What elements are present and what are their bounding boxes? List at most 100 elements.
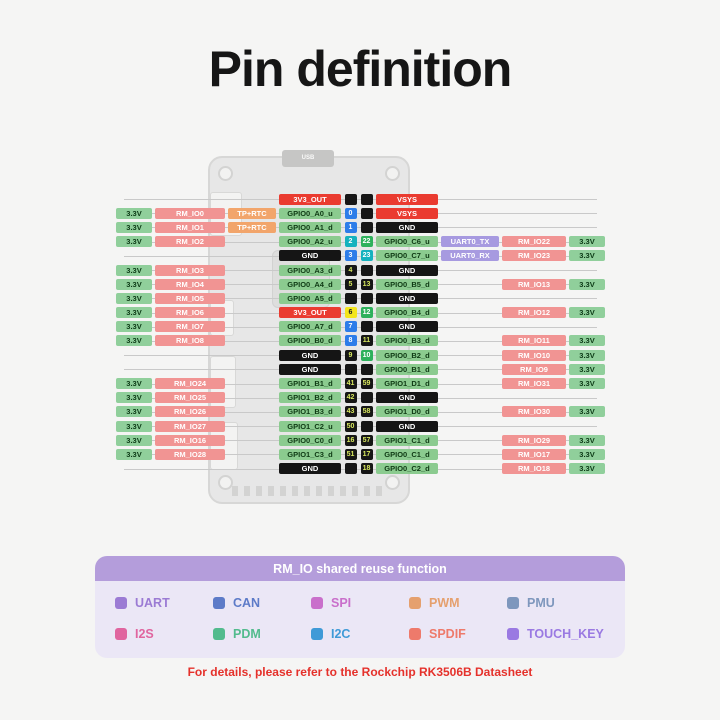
voltage-badge: 3.3V [116, 335, 152, 347]
pin-cell: UART0_TX [441, 235, 499, 249]
mounting-hole [385, 475, 400, 490]
pin-number: 51 [344, 448, 357, 460]
pin-cell [228, 192, 276, 206]
rmio-badge: RM_IO29 [502, 434, 566, 446]
pin-number: 5 [344, 278, 357, 290]
voltage-badge: 3.3V [116, 420, 152, 432]
pin-number [360, 264, 373, 276]
legend-item-i2c: I2C [311, 627, 409, 641]
pin-cell: GND [376, 419, 438, 433]
function-badge: UART0_TX [441, 236, 499, 248]
pin-cell: GND [279, 462, 341, 476]
pin-number: 13 [360, 278, 373, 290]
pin-cell: GPIO0_B2_d [376, 348, 438, 362]
pin-cell: 42 [344, 391, 357, 405]
mounting-hole [218, 166, 233, 181]
pin-cell [502, 263, 566, 277]
pin-number: 58 [360, 406, 373, 418]
pin-number: 11 [360, 335, 373, 347]
pin-cell [441, 462, 499, 476]
pin-number: 2 [344, 236, 357, 248]
pin-number [360, 363, 373, 375]
pin-cell: 3.3V [116, 391, 152, 405]
gpio-badge: GPIO0_B5_d [376, 278, 438, 290]
gpio-badge: VSYS [376, 193, 438, 205]
gpio-badge: GPIO0_B3_d [376, 335, 438, 347]
pin-cell: RM_IO7 [155, 320, 225, 334]
legend-label: I2S [135, 627, 154, 641]
voltage-badge: 3.3V [116, 321, 152, 333]
pin-cell: 3 [344, 249, 357, 263]
pin-cell [344, 362, 357, 376]
pin-cell [569, 391, 605, 405]
gpio-badge: GPIO0_C1_d [376, 448, 438, 460]
pin-cell: 3.3V [569, 348, 605, 362]
pin-cell [116, 462, 152, 476]
legend-swatch-pwm [409, 597, 421, 609]
gpio-badge: GPIO1_B1_d [279, 378, 341, 390]
pin-number: 41 [344, 378, 357, 390]
pin-number: 42 [344, 392, 357, 404]
pin-cell: GND [376, 391, 438, 405]
pin-cell [155, 462, 225, 476]
pin-cell [441, 447, 499, 461]
pin-number: 3 [344, 250, 357, 262]
voltage-badge: 3.3V [569, 434, 605, 446]
pin-cell: 3.3V [116, 277, 152, 291]
pin-cell: RM_IO28 [155, 447, 225, 461]
gpio-badge: GND [376, 221, 438, 233]
rmio-badge: RM_IO16 [155, 434, 225, 446]
pin-cell: 3.3V [569, 462, 605, 476]
pin-cell: GPIO1_D1_d [376, 376, 438, 390]
pin-cell: RM_IO17 [502, 447, 566, 461]
pin-cell [228, 348, 276, 362]
pin-number: 59 [360, 378, 373, 390]
pin-cell [441, 405, 499, 419]
pin-cell: 3.3V [569, 447, 605, 461]
gpio-badge: GPIO0_A4_d [279, 278, 341, 290]
pin-cell: RM_IO1 [155, 220, 225, 234]
gpio-badge: GND [376, 420, 438, 432]
pin-cell: GPIO1_B3_d [279, 405, 341, 419]
pin-cell [441, 376, 499, 390]
pin-cell: 58 [360, 405, 373, 419]
pin-cell: RM_IO5 [155, 291, 225, 305]
pin-cell [502, 320, 566, 334]
legend-label: CAN [233, 596, 261, 610]
rmio-badge: RM_IO3 [155, 264, 225, 276]
gpio-badge: GND [376, 292, 438, 304]
pin-cell [502, 192, 566, 206]
gpio-badge: GND [376, 392, 438, 404]
voltage-badge: 3.3V [116, 378, 152, 390]
pin-cell: GPIO1_B1_d [279, 376, 341, 390]
rmio-badge: RM_IO22 [502, 236, 566, 248]
pin-number: 12 [360, 307, 373, 319]
pin-cell: GND [376, 320, 438, 334]
pin-cell: TP+RTC [228, 206, 276, 220]
pin-cell: 3.3V [116, 376, 152, 390]
function-badge: TP+RTC [228, 207, 276, 219]
pin-cell: 4 [344, 263, 357, 277]
voltage-badge: 3.3V [116, 236, 152, 248]
pin-cell: VSYS [376, 206, 438, 220]
gpio-badge: GND [279, 250, 341, 262]
pin-number: 50 [344, 420, 357, 432]
pin-number: 9 [344, 349, 357, 361]
pin-cell [228, 320, 276, 334]
pin-cell: GPIO0_A5_d [279, 291, 341, 305]
rmio-badge: RM_IO7 [155, 321, 225, 333]
pin-number [360, 392, 373, 404]
pin-cell [441, 320, 499, 334]
legend-item-uart: UART [115, 596, 213, 610]
legend-label: SPDIF [429, 627, 466, 641]
pin-cell [441, 306, 499, 320]
legend-item-spi: SPI [311, 596, 409, 610]
